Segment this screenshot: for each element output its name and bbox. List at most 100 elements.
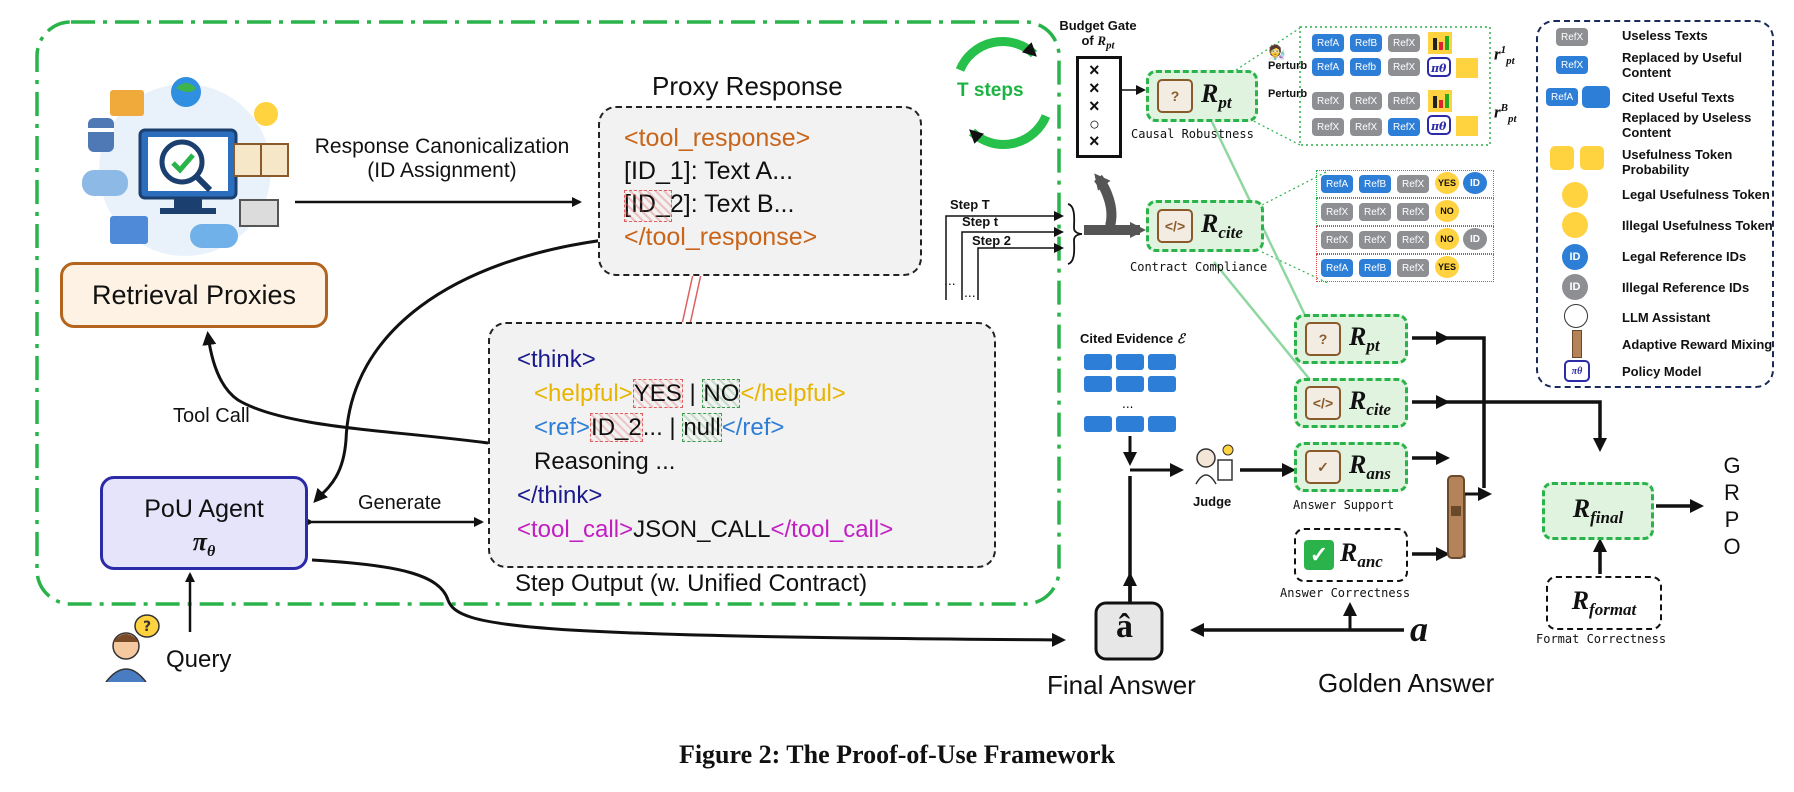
r-cite-right-r: R [1349, 385, 1367, 415]
contract-token-0: YES [1435, 172, 1459, 194]
grpo-p: P [1724, 507, 1740, 532]
policy-icon-1 [1427, 57, 1451, 77]
tool-response-close: </tool_response> [624, 223, 818, 251]
contract-token-3: YES [1435, 256, 1459, 278]
ref-id2: ID_2 [590, 413, 643, 442]
policy-icon-2 [1427, 115, 1451, 135]
svg-text:...: ... [1122, 397, 1133, 411]
contract-chip-3-1: RefB [1359, 259, 1392, 277]
legend-swatch-illegal-id: ID [1562, 274, 1588, 300]
legend-probability: Usefulness Token Probability [1622, 147, 1733, 177]
legend-replaced-useless: Replaced by Useless Content [1622, 110, 1752, 140]
proxy-response-card: <tool_response> [ID_1]: Text A... [ID_2]… [598, 106, 922, 276]
contract-chip-2-0: RefX [1321, 231, 1354, 249]
legend-illegal-id: Illegal Reference IDs [1622, 280, 1750, 295]
contract-chip-1-0: RefX [1321, 203, 1354, 221]
prob-icon-2 [1456, 58, 1478, 78]
judge-label: Judge [1193, 494, 1232, 509]
r-final-label: Rfinal [1573, 494, 1623, 528]
step-2-label: Step 2 [972, 233, 1012, 248]
r-format-sub: format [1589, 600, 1637, 620]
perturb-chip-0-0: RefA [1312, 34, 1345, 52]
r-pt-top-sub: pt [1218, 93, 1232, 113]
r-format-label: Rformat [1572, 586, 1637, 620]
monitor-icon [82, 77, 289, 256]
r-pt-1-symbol: r1pt [1494, 44, 1515, 67]
prob-icon-4 [1456, 116, 1478, 136]
legend-swatch-legal-token [1562, 182, 1588, 208]
helpful-open-tag: <helpful> [534, 380, 633, 407]
to-gate-thick-arrow [1093, 173, 1117, 228]
generate-label: Generate [358, 492, 442, 514]
answer-support-caption: Answer Support [1293, 498, 1395, 512]
contract-chip-3-0: RefA [1321, 259, 1354, 277]
r-ans-box: ✓ Rans [1294, 442, 1408, 492]
legend-swatch-replaced-useful: RefX [1556, 56, 1589, 74]
contract-chip-1-1: RefX [1359, 203, 1392, 221]
r-format-box: Rformat [1546, 576, 1662, 630]
contract-icon-right: </> [1305, 386, 1341, 420]
legend-policy-model: Policy Model [1622, 364, 1702, 379]
canonicalization-line-2: (ID Assignment) [367, 159, 517, 182]
legend-useless: Useless Texts [1622, 28, 1708, 43]
ref-mid: ... | [642, 414, 683, 441]
r-anc-sub: anc [1357, 552, 1383, 572]
budget-gate-of: of Rpt [1058, 33, 1138, 52]
tool-call-line: <tool_call>JSON_CALL</tool_call> [517, 516, 893, 544]
perturb-chip-3-1: RefX [1350, 118, 1383, 136]
svg-text:πθ: πθ [1430, 120, 1447, 133]
helpful-yes: YES [632, 379, 683, 408]
r-pt-1-sub: pt [1506, 55, 1515, 68]
pou-agent-box: PoU Agent πθ [100, 476, 308, 570]
contract-id-2: ID [1463, 228, 1487, 250]
golden-answer-label: Golden Answer [1318, 668, 1495, 698]
budget-gate-title: Budget Gate of Rpt [1058, 18, 1138, 52]
adaptive-mixing-bar [1447, 475, 1465, 559]
gate-mark-3: ○ [1089, 114, 1100, 134]
r-anc-r: R [1340, 537, 1358, 567]
contract-compliance-caption: Contract Compliance [1130, 260, 1268, 274]
budget-gate-title-line: Budget Gate [1059, 18, 1137, 33]
r-pt-b-symbol: rBpt [1494, 102, 1517, 125]
contract-chip-2-2: RefX [1397, 231, 1430, 249]
final-answer-box [1094, 601, 1164, 661]
retrieval-illustration [70, 70, 300, 260]
contract-chip-0-2: RefX [1397, 175, 1430, 193]
budget-gate-box: × × × ○ × [1076, 56, 1122, 158]
json-call: JSON_CALL [633, 516, 771, 543]
rpt-link-line [1210, 121, 1318, 339]
gate-mark-2: × [1089, 96, 1100, 116]
canonicalization-label: Response Canonicalization (ID Assignment… [301, 135, 583, 183]
contract-chip-0-1: RefB [1359, 175, 1392, 193]
r-cite-box-right: </> Rcite [1294, 378, 1408, 428]
legend-panel [1536, 20, 1774, 388]
proxy-line-id1: [ID_1]: Text A... [624, 157, 794, 185]
cited-evidence-label: Cited Evidence ℰ [1080, 331, 1185, 347]
policy-symbol: πθ [103, 527, 305, 561]
svg-text:πθ: πθ [1430, 62, 1447, 75]
contract-token-2: NO [1435, 228, 1459, 250]
policy-pi: π [192, 527, 207, 556]
step-T-line [945, 211, 1064, 300]
gate-mark-4: × [1089, 131, 1100, 151]
perturb-chip-3-0: RefX [1312, 118, 1345, 136]
r-pt-label-right: Rpt [1349, 322, 1380, 356]
r-ans-r: R [1349, 449, 1367, 479]
r-cite-box-top: </> Rcite [1146, 200, 1264, 252]
mixing-bar-knob [1451, 506, 1461, 516]
legend-legal-token: Legal Usefulness Token [1622, 187, 1770, 202]
legend-legal-id: Legal Reference IDs [1622, 249, 1747, 264]
user-question-icon: ? [105, 614, 160, 682]
contract-id-0: ID [1463, 172, 1487, 194]
legend-llm-assistant: LLM Assistant [1622, 310, 1711, 325]
toolcall-close-tag: </tool_call> [770, 516, 894, 543]
helpful-no: NO [702, 379, 741, 408]
legend-replaced-useful: Replaced by Useful Content [1622, 50, 1742, 80]
legend-swatch-legal-id: ID [1562, 244, 1588, 270]
perturb-chip-2-2: RefX [1388, 92, 1421, 110]
think-open: <think> [517, 346, 596, 373]
step-output-card: <think> <helpful>YES | NO</helpful> <ref… [488, 322, 996, 568]
r-cite-top-r: R [1201, 208, 1219, 238]
think-close: </think> [517, 482, 603, 509]
